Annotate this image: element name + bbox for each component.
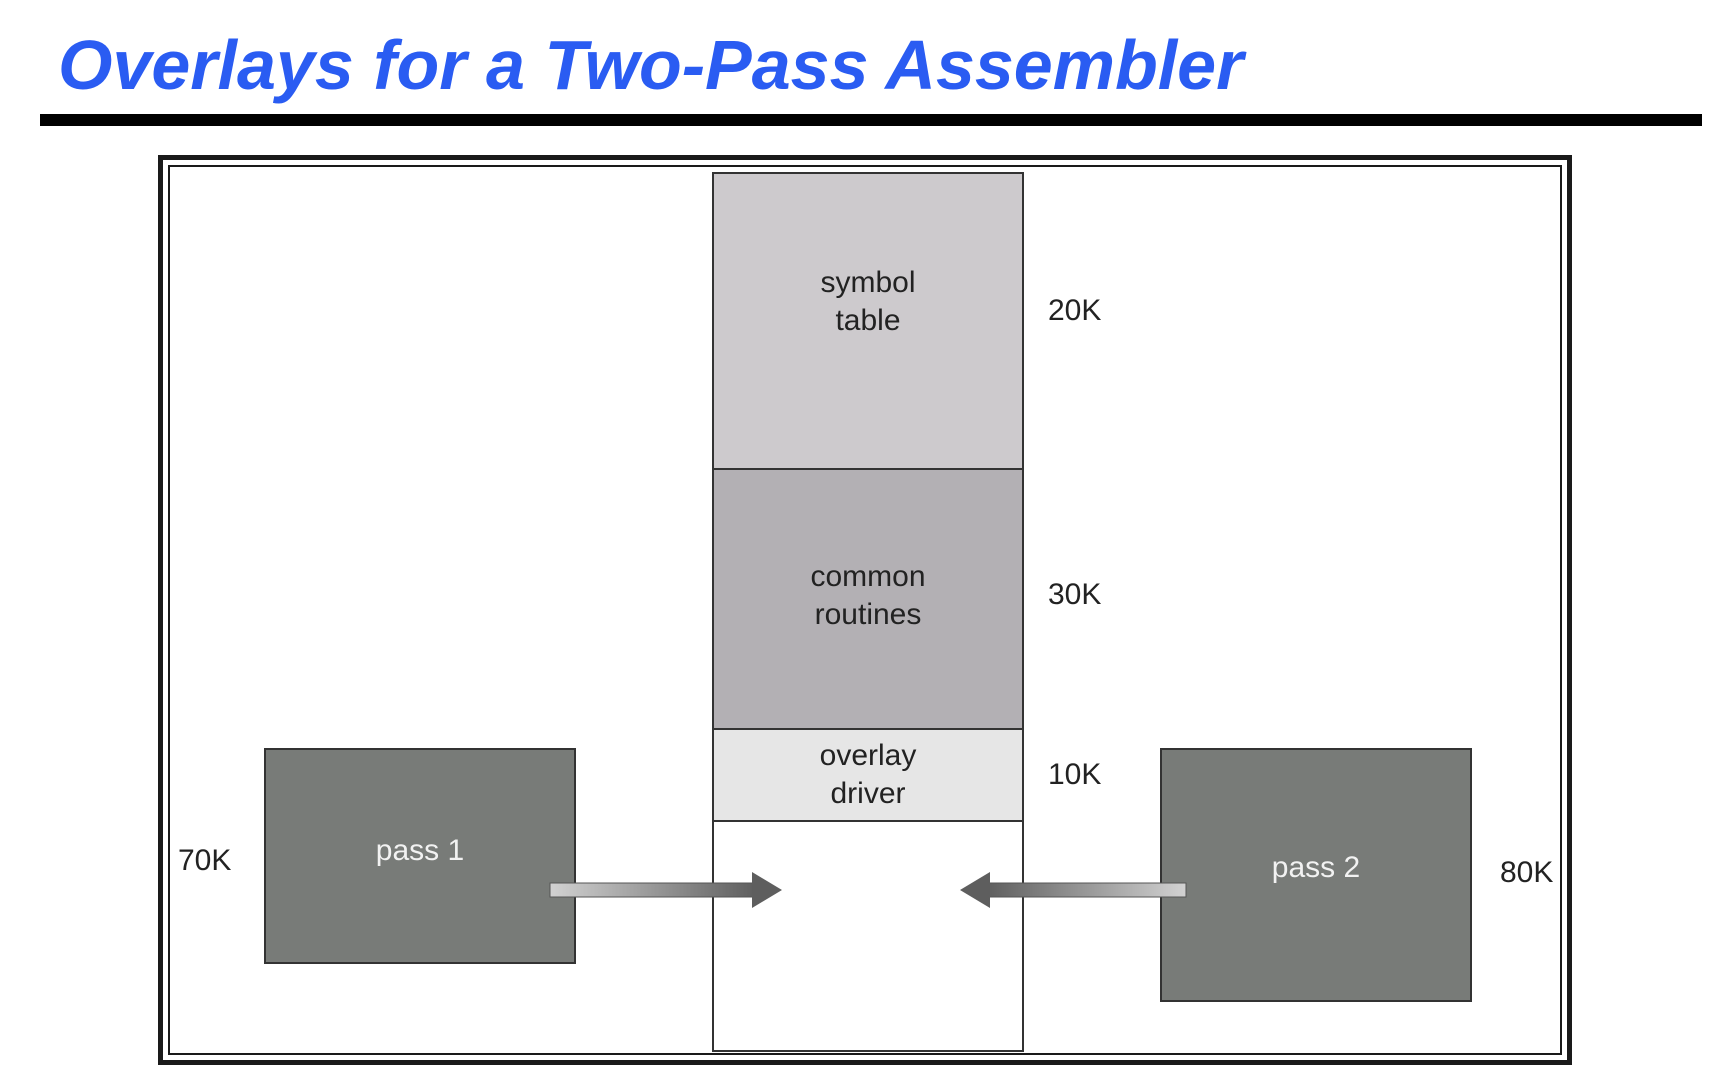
symbol-table-size: 20K [1048,294,1102,327]
pass-2-size: 80K [1500,856,1554,889]
symbol-table-segment: symbol table [714,174,1022,470]
slide-title: Overlays for a Two-Pass Assembler [58,26,1244,104]
pass-2-label: pass 2 [1271,851,1361,884]
title-rule [40,114,1702,126]
symbol-table-label: symbol table [820,266,916,337]
common-routines-size: 30K [1048,578,1102,611]
overlay-area-segment [714,822,1022,1050]
common-routines-segment: common routines [714,470,1022,730]
pass-1-size: 70K [178,844,232,877]
pass-2-block: pass 2 [1160,748,1472,1002]
common-routines-label: common routines [810,560,926,631]
overlay-driver-size: 10K [1048,758,1102,791]
memory-stack: symbol table common routines overlay dri… [712,172,1024,1052]
overlay-driver-label: overlay driver [819,739,917,810]
pass-1-block: pass 1 [264,748,576,964]
pass-1-label: pass 1 [375,834,465,867]
overlay-driver-segment: overlay driver [714,730,1022,822]
